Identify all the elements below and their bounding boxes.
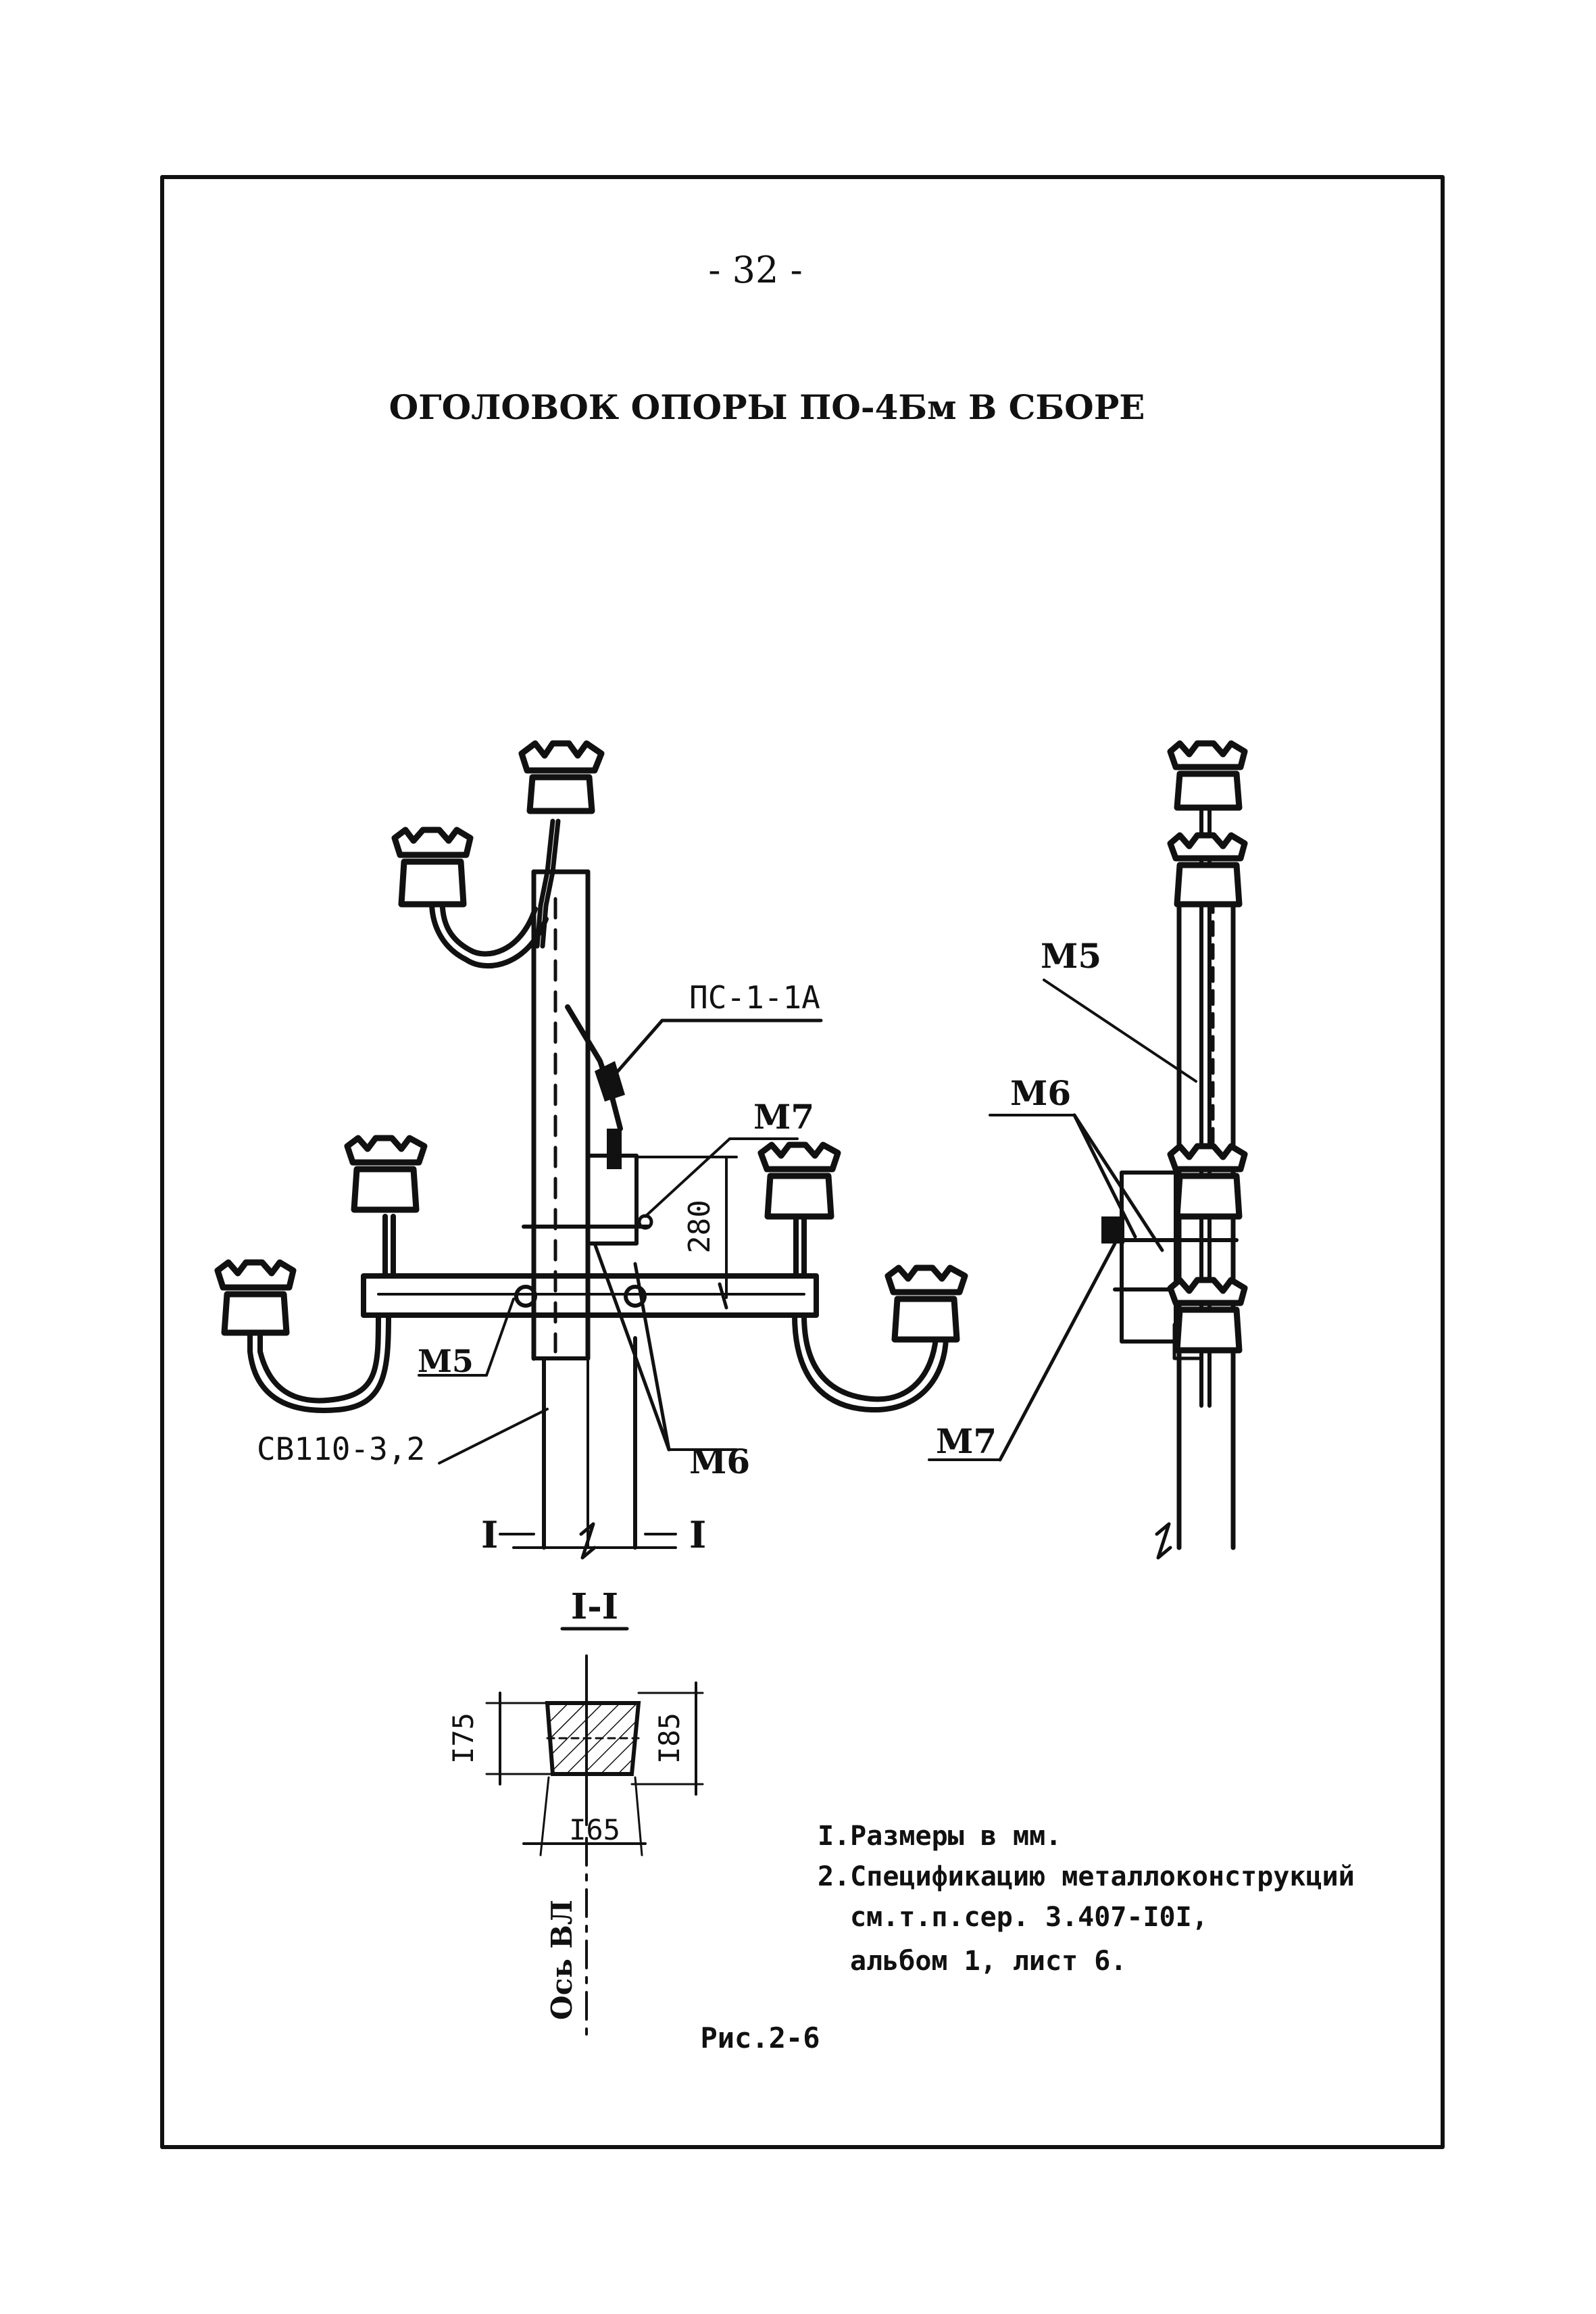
- front-view: I I ПС-1-1А М7 280 М5 СВ110-3,2: [214, 740, 968, 1560]
- section-mark-right: I: [689, 1513, 706, 1556]
- insulator-icon: [391, 827, 474, 908]
- dim-185: I85: [653, 1713, 686, 1764]
- section-view: I-I Ось ВЛ I75 I85 I65: [447, 1586, 704, 2042]
- note-line-3: см.т.п.сер. 3.407-I0I,: [850, 1902, 1208, 1933]
- label-m5-side: М5: [1041, 936, 1101, 976]
- label-m5-front: М5: [418, 1343, 474, 1379]
- insulator-icon: [1167, 1143, 1248, 1220]
- side-view: М5 М6 М7: [928, 740, 1248, 1560]
- insulator-icon: [1167, 1277, 1248, 1354]
- dim-175: I75: [447, 1713, 480, 1764]
- dim-280: 280: [682, 1200, 717, 1253]
- insulator-icon: [344, 1135, 428, 1213]
- insulator-icon: [757, 1141, 841, 1220]
- label-axis: Ось ВЛ: [545, 1900, 578, 2020]
- insulator-icon: [518, 740, 605, 814]
- figure-caption: Рис.2-6: [700, 2021, 820, 2054]
- section-mark-left: I: [481, 1513, 498, 1556]
- label-sv: СВ110-3,2: [257, 1431, 425, 1467]
- section-title: I-I: [571, 1586, 618, 1627]
- page-title: ОГОЛОВОК ОПОРЫ ПО-4Бм В СБОРЕ: [389, 387, 1145, 427]
- label-m6-front: М6: [689, 1442, 750, 1481]
- insulator-icon: [214, 1259, 297, 1336]
- dim-165: I65: [569, 1813, 620, 1846]
- page-number: - 32 -: [708, 249, 803, 291]
- label-ps: ПС-1-1А: [689, 979, 820, 1016]
- notes: I.Размеры в мм. 2.Спецификацию металлоко…: [818, 1821, 1355, 1977]
- insulator-icon: [1167, 740, 1248, 811]
- page-frame: [160, 175, 1445, 2149]
- label-m7-front: М7: [753, 1097, 814, 1137]
- note-line-1: I.Размеры в мм.: [818, 1821, 1062, 1852]
- note-line-4: альбом 1, лист 6.: [850, 1946, 1126, 1977]
- label-m7-side: М7: [936, 1421, 997, 1461]
- insulator-icon: [884, 1264, 968, 1343]
- note-line-2: 2.Спецификацию металлоконструкций: [818, 1861, 1355, 1892]
- pole-cross-section: [545, 1701, 641, 1776]
- label-m6-side: М6: [1010, 1073, 1071, 1113]
- insulator-icon: [1167, 832, 1248, 908]
